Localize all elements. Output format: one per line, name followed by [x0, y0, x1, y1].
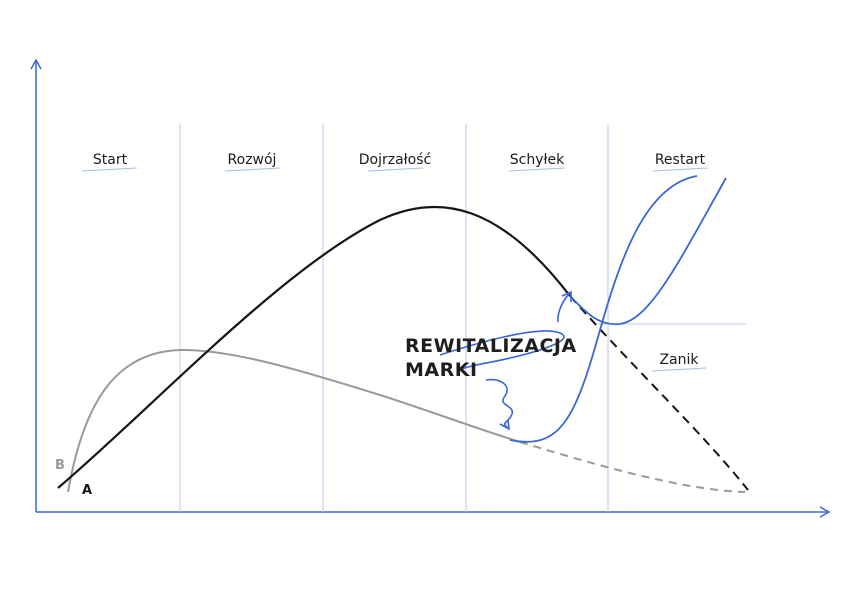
revival-curve-b [509, 175, 698, 443]
phase-label-underline [652, 167, 709, 172]
phase-label-schylek: Schyłek [510, 152, 565, 168]
callout-arrowhead-up [561, 290, 572, 302]
phase-label-underline [81, 167, 138, 172]
phase-label-dojrzalosc: Dojrzałość [359, 152, 431, 168]
callout-loop-upper [439, 330, 565, 371]
phase-label-restart: Restart [655, 152, 706, 168]
phase-label-underline [508, 167, 566, 172]
phase-label-rozwoj: Rozwój [228, 152, 277, 168]
callout-arrow-up [557, 292, 571, 323]
phase-label-start: Start [93, 152, 128, 168]
axes [30, 58, 831, 518]
phase-labels: Start Rozwój Dojrzałość Schyłek Restart [81, 152, 709, 172]
y-axis-arrowhead [30, 58, 42, 70]
decline-label-underline [651, 367, 707, 372]
revival-curve-a [569, 177, 727, 326]
curve-b-decline-dashed [519, 441, 746, 493]
curve-b [67, 348, 521, 493]
curve-a-decline-dashed [569, 295, 749, 491]
phase-label-underline [224, 167, 281, 172]
callout-line-1: REWITALIZACJA [405, 335, 577, 357]
callout-arrowhead-down [499, 419, 510, 431]
x-axis-arrowhead [819, 506, 831, 518]
callout-line-2: MARKI [405, 359, 478, 381]
curve-a [57, 205, 571, 489]
decline-label: Zanik [659, 352, 699, 368]
callout-loop-lower [485, 378, 514, 429]
series-label-b: B [55, 458, 65, 473]
phase-label-underline [367, 167, 424, 172]
series-label-a: A [82, 483, 92, 498]
phase-dividers [179, 124, 609, 512]
